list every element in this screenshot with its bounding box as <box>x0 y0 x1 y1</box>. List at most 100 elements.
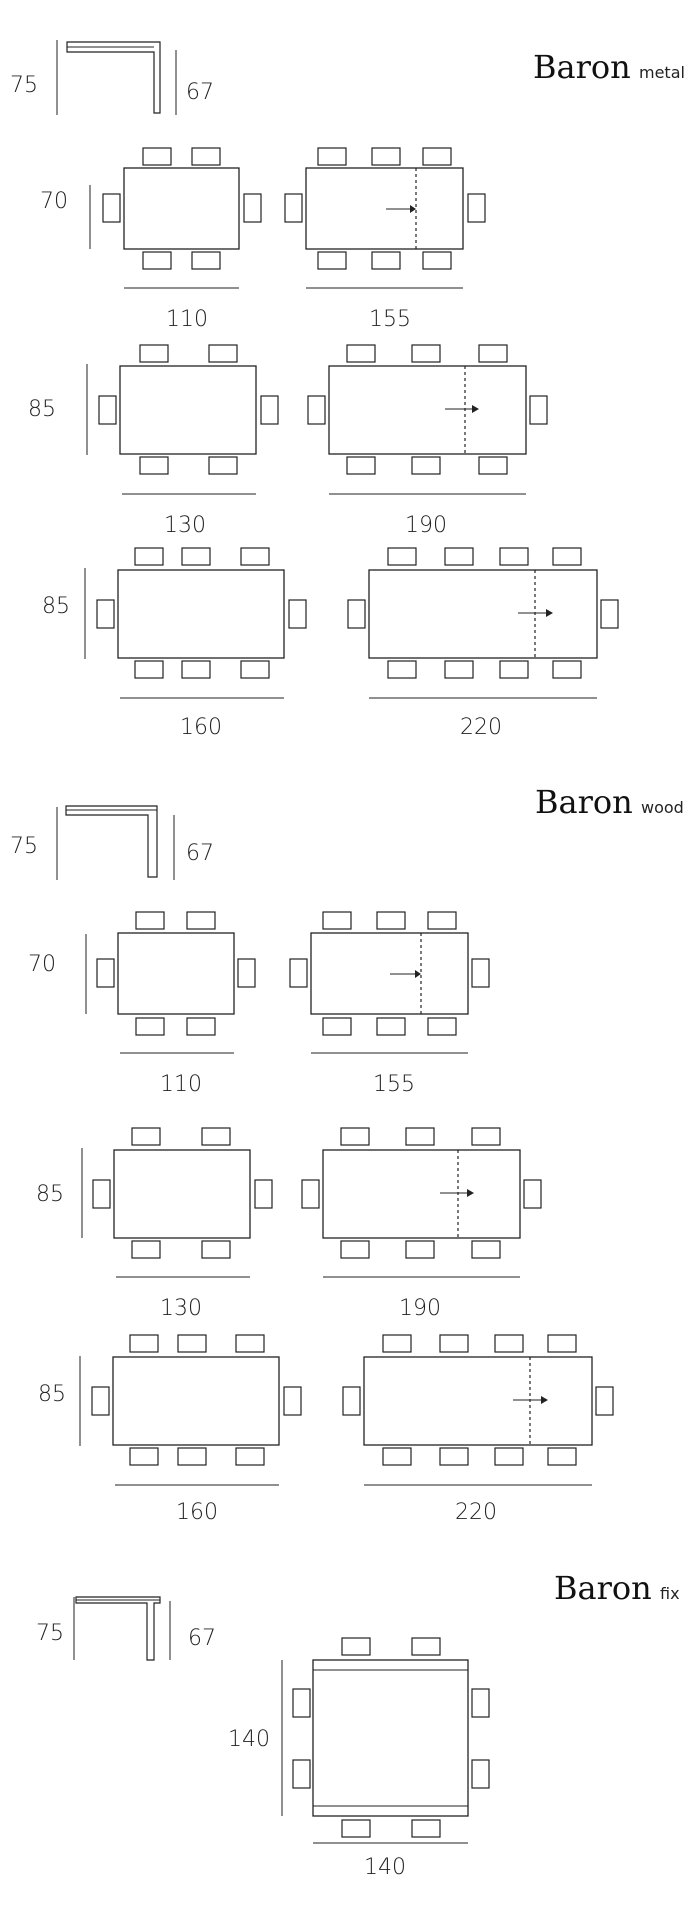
brand-title: Baron <box>554 1569 652 1607</box>
extended-length-label: 190 <box>405 513 447 538</box>
brand-title: Baron <box>533 48 631 86</box>
table-fixed <box>112 1356 280 1446</box>
chair <box>135 1017 165 1036</box>
chair <box>444 547 474 566</box>
extended-length-label: 190 <box>399 1296 441 1321</box>
chair <box>600 599 619 629</box>
chair <box>387 660 417 679</box>
chair <box>129 1447 159 1466</box>
chair <box>471 1240 501 1259</box>
chair <box>346 344 376 363</box>
size-row-3: 85 160 220 <box>42 547 619 740</box>
table-fixed <box>123 167 240 250</box>
depth-label: 140 <box>228 1727 270 1752</box>
chair <box>478 344 508 363</box>
side-profile: 75 67 <box>36 1596 216 1661</box>
chair <box>411 1819 441 1838</box>
chair <box>547 1334 577 1353</box>
height-leg-label: 67 <box>188 1626 216 1651</box>
chair <box>317 251 347 270</box>
chair <box>371 251 401 270</box>
chair <box>340 1240 370 1259</box>
table-extended <box>363 1356 593 1446</box>
size-row-1: 70 110 155 <box>40 147 486 332</box>
variant-label: metal <box>639 63 685 82</box>
depth-label: 85 <box>28 397 56 422</box>
chair <box>471 1759 490 1789</box>
table-extended <box>322 1149 521 1239</box>
chair <box>422 147 452 166</box>
fixed-length-label: 160 <box>176 1500 218 1525</box>
chair <box>301 1179 320 1209</box>
chair <box>260 395 279 425</box>
fixed-length-label: 130 <box>164 513 206 538</box>
table-fixed <box>119 365 257 455</box>
chair <box>292 1688 311 1718</box>
chair <box>307 395 326 425</box>
chair <box>341 1637 371 1656</box>
chair <box>346 456 376 475</box>
chair <box>494 1447 524 1466</box>
chair <box>191 251 221 270</box>
chair <box>135 911 165 930</box>
chair <box>288 599 307 629</box>
chair <box>254 1179 273 1209</box>
chair <box>131 1240 161 1259</box>
extended-length-label: 155 <box>369 307 411 332</box>
chair <box>376 911 406 930</box>
depth-label: 85 <box>36 1182 64 1207</box>
chair <box>177 1447 207 1466</box>
table-fixed <box>312 1659 469 1817</box>
chair <box>387 547 417 566</box>
chair <box>139 456 169 475</box>
chair <box>129 1334 159 1353</box>
chair <box>91 1386 110 1416</box>
chair <box>289 958 308 988</box>
chair <box>142 147 172 166</box>
chair <box>201 1127 231 1146</box>
chair <box>243 193 262 223</box>
height-total-label: 75 <box>36 1621 64 1646</box>
chair <box>411 1637 441 1656</box>
chair <box>595 1386 614 1416</box>
chair <box>471 1127 501 1146</box>
chair <box>237 958 256 988</box>
chair <box>235 1334 265 1353</box>
chair <box>382 1334 412 1353</box>
extended-length-label: 155 <box>373 1072 415 1097</box>
chair <box>405 1240 435 1259</box>
fixed-length-label: 130 <box>160 1296 202 1321</box>
chair <box>552 660 582 679</box>
side-profile: 75 67 <box>10 805 214 880</box>
chair <box>376 1017 406 1036</box>
chair <box>139 344 169 363</box>
chair <box>322 1017 352 1036</box>
chair <box>494 1334 524 1353</box>
table-fixed <box>113 1149 251 1239</box>
fixed-length-label: 110 <box>160 1072 202 1097</box>
chair <box>405 1127 435 1146</box>
chair <box>347 599 366 629</box>
chair <box>235 1447 265 1466</box>
depth-label: 70 <box>40 189 68 214</box>
chair <box>444 660 474 679</box>
chair <box>317 147 347 166</box>
chair <box>471 958 490 988</box>
chair <box>134 660 164 679</box>
table-extended <box>368 569 598 659</box>
height-leg-label: 67 <box>186 80 214 105</box>
chair <box>96 599 115 629</box>
chair <box>411 344 441 363</box>
size-row-3: 85 160 220 <box>38 1334 614 1525</box>
table-extended <box>305 167 464 250</box>
height-total-label: 75 <box>10 834 38 859</box>
chair <box>340 1127 370 1146</box>
size-row-2: 85 130 190 <box>28 344 548 538</box>
chair <box>186 1017 216 1036</box>
chair <box>427 911 457 930</box>
chair <box>342 1386 361 1416</box>
depth-label: 70 <box>28 952 56 977</box>
chair <box>240 660 270 679</box>
chair <box>134 547 164 566</box>
section-wood: Baron wood 75 67 70 110 <box>10 783 684 1525</box>
